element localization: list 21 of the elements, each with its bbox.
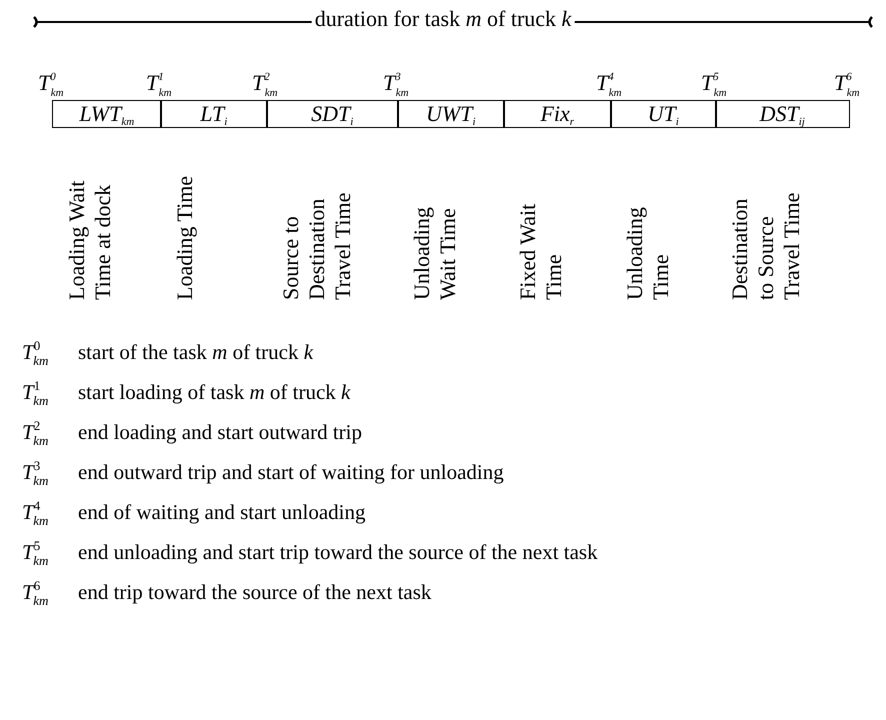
timeline-segment: SDT$_{i}$ xyxy=(266,100,398,128)
definition-text: end outward trip and start of waiting for unloading xyxy=(78,460,504,485)
segment-description: Unloading Time xyxy=(622,206,674,300)
definition-text: start loading of task m of truck k xyxy=(78,380,350,405)
definition-text: end of waiting and start unloading xyxy=(78,500,366,525)
segment-description: Destination to Source Travel Time xyxy=(727,192,805,300)
segment-description: Unloading Wait Time xyxy=(409,206,461,300)
timeline-segment: LWT$_{km}$ xyxy=(52,100,162,128)
segment-description: Loading Time xyxy=(172,174,198,300)
definition-text: end unloading and start trip toward the source of the next task xyxy=(78,540,598,565)
segment-description: Source to Destination Travel Time xyxy=(278,192,356,300)
timeline-segment: LT$_{i}$ xyxy=(160,100,268,128)
definition-text: start of the task m of truck k xyxy=(78,340,314,365)
timeline-segment: DST$_{ij}$ xyxy=(715,100,850,128)
timeline-segment: Fix$_{r}$ xyxy=(503,100,612,128)
segment-description: Fixed Wait Time xyxy=(515,202,567,300)
definition-text: end trip toward the source of the next task xyxy=(78,580,432,605)
segment-description: Loading Wait Time at dock xyxy=(64,180,116,300)
timeline-segment: UWT$_{i}$ xyxy=(397,100,504,128)
definition-text: end loading and start outward trip xyxy=(78,420,362,445)
timeline-segment: UT$_{i}$ xyxy=(610,100,716,128)
